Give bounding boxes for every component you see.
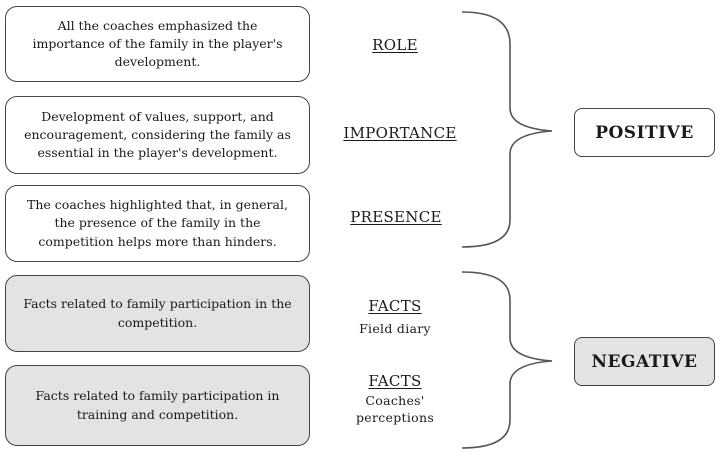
coaches-perceptions-sublabel: Coaches' perceptions [355,393,435,425]
facts-coaches-label: FACTS Coaches' perceptions [345,372,445,427]
presence-description-text: The coaches highlighted that, in general… [27,197,288,249]
negative-result-box: NEGATIVE [574,337,715,386]
positive-result-text: POSITIVE [595,122,694,143]
role-description-text: All the coaches emphasized the importanc… [32,17,283,70]
presence-description-box: The coaches highlighted that, in general… [5,185,310,262]
facts-coaches-label-text: FACTS [368,372,422,390]
facts-coaches-description-box: Facts related to family participation in… [5,365,310,446]
role-label-text: ROLE [372,36,418,54]
presence-label: PRESENCE [336,208,456,226]
importance-label-text: IMPORTANCE [343,124,457,142]
importance-label: IMPORTANCE [330,124,470,142]
positive-result-box: POSITIVE [574,108,715,157]
role-description-box: All the coaches emphasized the importanc… [5,6,310,82]
facts-field-diary-description-box: Facts related to family participation in… [5,275,310,352]
importance-description-box: Development of values, support, and enco… [5,96,310,174]
role-label: ROLE [340,36,450,54]
negative-group-brace [461,271,553,449]
positive-group-brace [461,11,553,248]
presence-label-text: PRESENCE [350,208,442,226]
field-diary-sublabel: Field diary [359,321,431,336]
facts-coaches-description-text: Facts related to family participation in… [35,388,280,422]
facts-field-diary-description-text: Facts related to family participation in… [23,296,292,330]
facts-field-diary-label-text: FACTS [368,297,422,315]
importance-description-text: Development of values, support, and enco… [24,108,291,161]
negative-result-text: NEGATIVE [591,351,698,372]
facts-field-diary-label: FACTS Field diary [345,297,445,338]
